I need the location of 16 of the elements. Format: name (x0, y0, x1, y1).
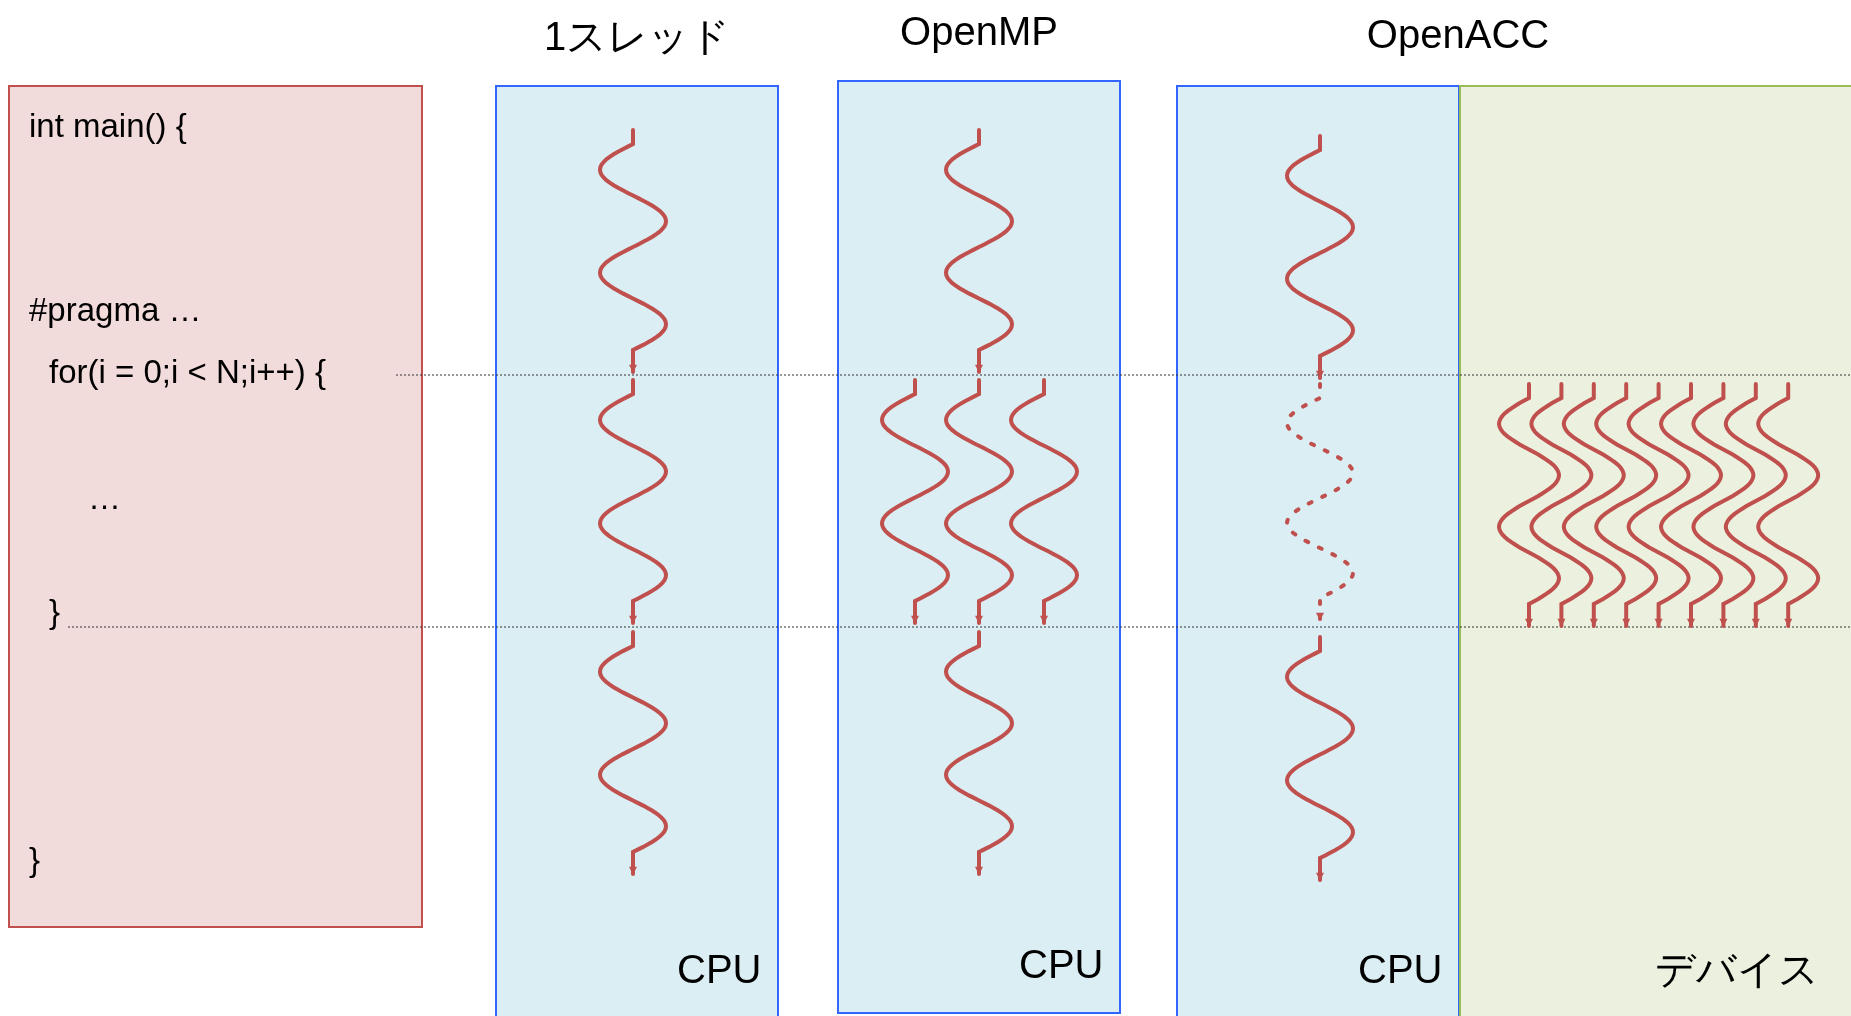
code-line: for(i = 0;i < N;i++) { (49, 353, 326, 391)
panel-label: CPU (1019, 942, 1104, 987)
code-line: #pragma … (29, 291, 202, 329)
processor-panel (1459, 85, 1851, 1016)
code-panel (8, 85, 423, 928)
code-line: int main() { (29, 107, 187, 145)
panel-label: CPU (1358, 947, 1443, 992)
panel-label: デバイス (1655, 946, 1819, 993)
processor-panel (1176, 85, 1460, 1016)
column-heading: 1スレッド (543, 13, 731, 60)
column-heading: OpenACC (1366, 12, 1550, 57)
code-line: } (29, 841, 41, 879)
panel-label: CPU (677, 947, 762, 992)
code-line: } (49, 593, 61, 631)
column-heading: OpenMP (900, 9, 1058, 54)
code-line: … (88, 479, 121, 517)
